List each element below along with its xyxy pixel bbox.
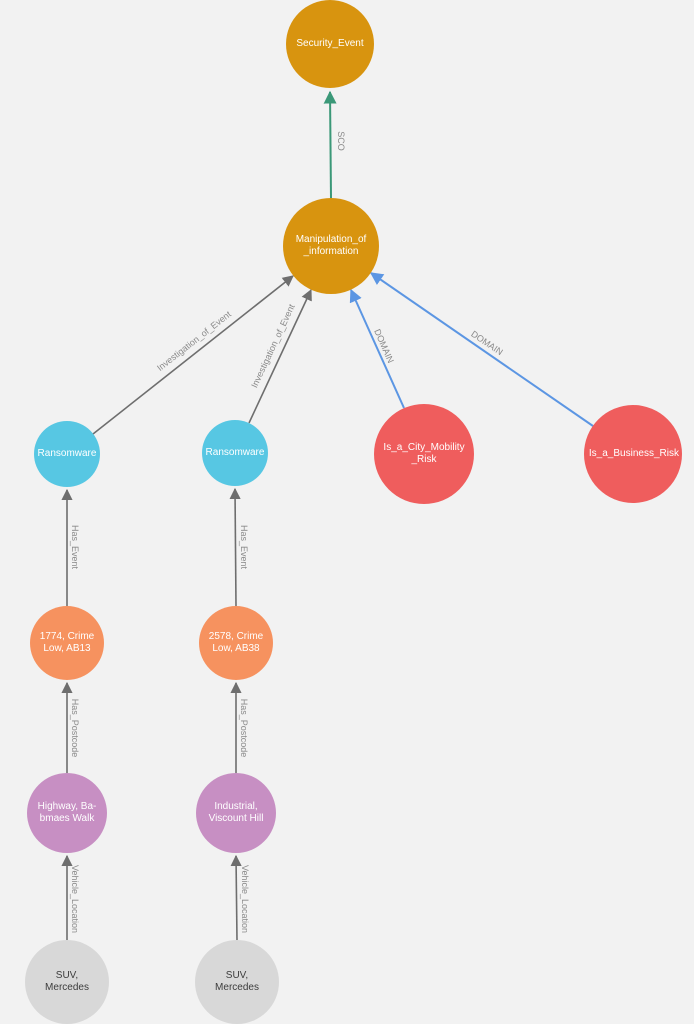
- node-is-a-business-risk[interactable]: Is_a_Business_Risk: [584, 405, 682, 503]
- node-ransomware-2[interactable]: Ransomware: [202, 420, 268, 486]
- edge-vehicle-location-2[interactable]: [230, 854, 242, 941]
- node-vehicle-suv-2[interactable]: SUV,Mercedes: [195, 940, 279, 1024]
- edge-sco[interactable]: [323, 90, 337, 199]
- node-postcode-highway[interactable]: Highway, Ba-bmaes Walk: [27, 773, 107, 853]
- edge-label-has-event-1: Has_Event: [70, 524, 80, 570]
- edge-label-vehicle-location-2: Vehicle_Location: [240, 864, 250, 934]
- node-label: 2578, Crime: [208, 630, 264, 642]
- node-label: Security_Event: [296, 37, 364, 49]
- node-vehicle-suv-1[interactable]: SUV,Mercedes: [25, 940, 109, 1024]
- edge-label-has-postcode-2: Has_Postcode: [239, 698, 249, 758]
- edge-label-sco: SCO: [336, 131, 346, 151]
- node-label: Manipulation_of: [295, 233, 367, 245]
- edge-has-event-2[interactable]: [229, 487, 241, 607]
- edge-label-has-postcode-1: Has_Postcode: [70, 698, 80, 758]
- node-label: SUV,: [55, 969, 79, 981]
- edge-label-vehicle-location-1: Vehicle_Location: [70, 864, 80, 934]
- node-label: Is_a_Business_Risk: [588, 447, 679, 459]
- node-is-a-city-mobility-risk[interactable]: Is_a_City_Mobility_Risk: [374, 404, 474, 504]
- edge-domain-1[interactable]: [349, 288, 405, 409]
- node-ransomware-1[interactable]: Ransomware: [34, 421, 100, 487]
- edge-investigation-of-event-2[interactable]: [248, 288, 312, 424]
- node-manipulation-of-information[interactable]: Manipulation_of_information: [283, 198, 379, 294]
- node-security-event[interactable]: Security_Event: [286, 0, 374, 88]
- node-label: Is_a_City_Mobility: [383, 441, 465, 453]
- node-postcode-industrial[interactable]: Industrial,Viscount Hill: [196, 773, 276, 853]
- edge-investigation-of-event-1[interactable]: [92, 275, 294, 435]
- edge-label-has-event-2: Has_Event: [239, 524, 249, 570]
- node-label: Ransomware: [205, 446, 265, 458]
- node-label: Ransomware: [37, 447, 97, 459]
- node-label: Industrial,: [214, 800, 258, 812]
- edge-domain-2[interactable]: [369, 272, 594, 427]
- node-label: SUV,: [225, 969, 249, 981]
- node-label: 1774, Crime: [39, 630, 95, 642]
- node-label: Highway, Ba-: [37, 800, 97, 812]
